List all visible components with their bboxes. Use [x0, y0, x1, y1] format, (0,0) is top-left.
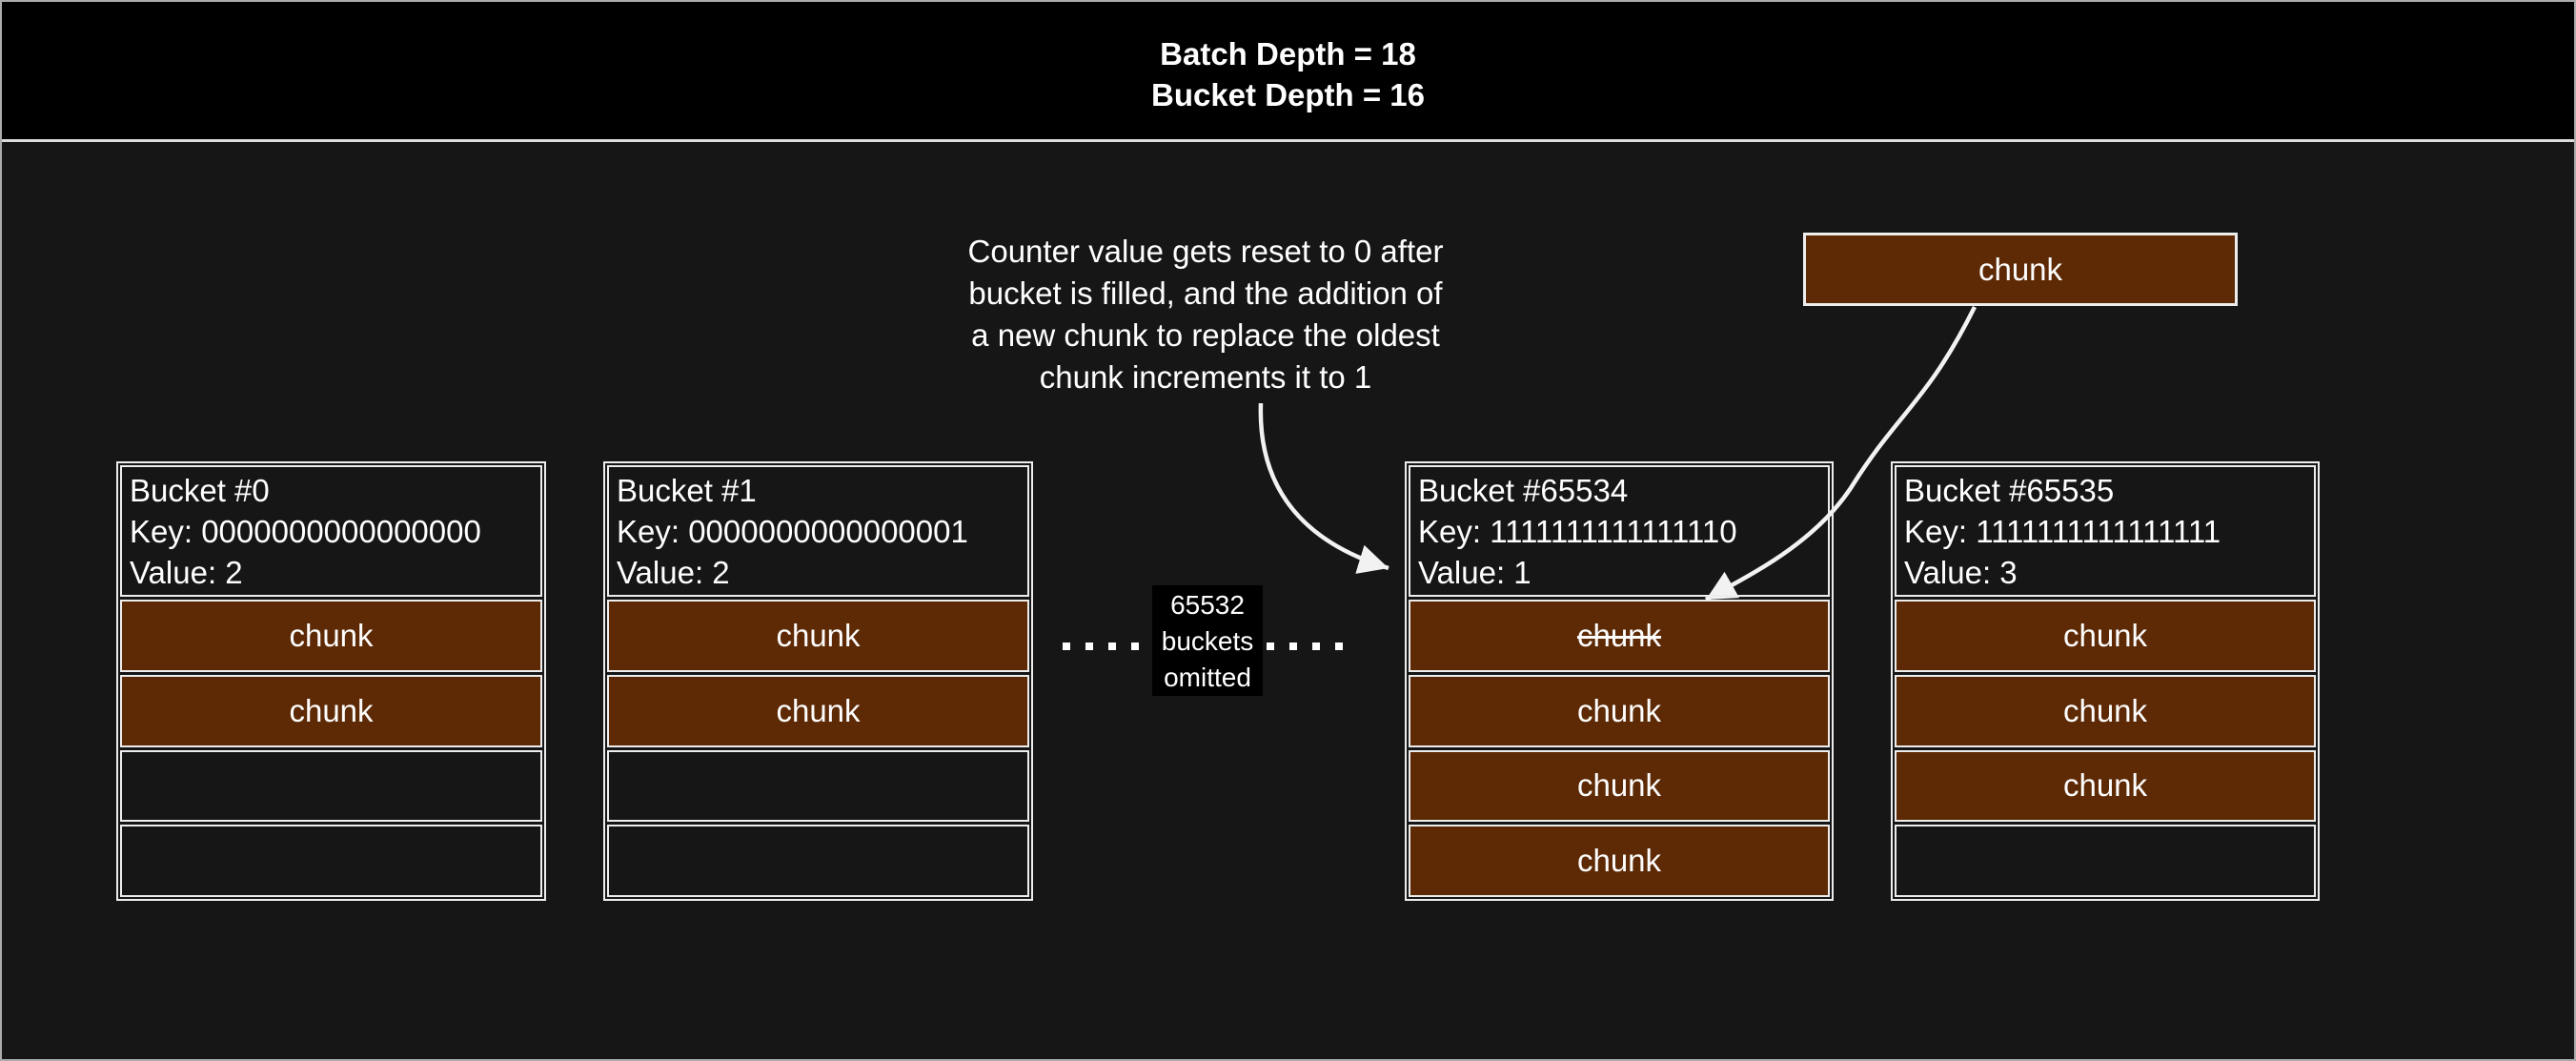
- title-line-bucket-depth: Bucket Depth = 16: [1150, 77, 1425, 112]
- omitted-buckets-label: 65532 buckets omitted: [1152, 585, 1263, 696]
- dot-icon: [1108, 643, 1116, 650]
- bucket-0-slot-0: chunk: [120, 600, 542, 672]
- diagram-area: Counter value gets reset to 0 after buck…: [2, 145, 2574, 1059]
- arrow-annotation-to-bucket-65534-icon: [1258, 402, 1389, 574]
- dot-icon: [1267, 643, 1274, 650]
- dot-icon: [1289, 643, 1297, 650]
- dot-icon: [1312, 643, 1320, 650]
- bucket-65535-slot-3: [1895, 825, 2316, 897]
- dot-icon: [1131, 643, 1139, 650]
- chunk-label: chunk: [1576, 767, 1662, 804]
- dotted-line-right-icon: [1267, 643, 1343, 650]
- omitted-line: omitted: [1164, 663, 1251, 692]
- chunk-label: chunk: [289, 617, 374, 653]
- omitted-line: buckets: [1161, 626, 1254, 656]
- dot-icon: [1085, 643, 1093, 650]
- bucket-65535-slot-0: chunk: [1895, 600, 2316, 672]
- bucket-title: Bucket #0: [130, 473, 270, 508]
- dot-icon: [1335, 643, 1343, 650]
- bucket-65535-slot-1: chunk: [1895, 674, 2316, 747]
- bucket-65535-slot-2: chunk: [1895, 749, 2316, 823]
- annotation-line: Counter value gets reset to 0 after: [967, 234, 1444, 269]
- chunk-label: chunk: [1576, 843, 1662, 879]
- bucket-0-slot-1: chunk: [120, 674, 542, 747]
- bucket-1: Bucket #1 Key: 0000000000000001 Value: 2…: [603, 461, 1033, 901]
- header-bar: Batch Depth = 18 Bucket Depth = 16: [2, 2, 2574, 142]
- bucket-title: Bucket #1: [617, 473, 757, 508]
- bucket-key: Key: 1111111111111111: [1904, 514, 2221, 549]
- annotation-line: bucket is filled, and the addition of: [968, 275, 1443, 311]
- bucket-key: Key: 0000000000000001: [617, 514, 968, 549]
- bucket-1-slot-2: [607, 749, 1029, 823]
- chunk-label: chunk: [2062, 767, 2148, 804]
- bucket-0-slot-3: [120, 825, 542, 897]
- bucket-value: Value: 2: [617, 555, 730, 590]
- chunk-label: chunk: [2062, 692, 2148, 728]
- bucket-title: Bucket #65535: [1904, 473, 2115, 508]
- chunk-label: chunk: [1576, 692, 1662, 728]
- annotation-line: chunk increments it to 1: [1039, 359, 1372, 395]
- chunk-label: chunk: [776, 617, 861, 653]
- bucket-1-slot-0: chunk: [607, 600, 1029, 672]
- bucket-65534: Bucket #65534 Key: 1111111111111110 Valu…: [1405, 461, 1834, 901]
- bucket-title: Bucket #65534: [1418, 473, 1629, 508]
- bucket-0-slot-2: [120, 749, 542, 823]
- bucket-1-header: Bucket #1 Key: 0000000000000001 Value: 2: [607, 465, 1029, 597]
- page-title: Batch Depth = 18 Bucket Depth = 16: [2, 33, 2574, 115]
- annotation-line: a new chunk to replace the oldest: [971, 317, 1440, 353]
- chunk-label: chunk: [2062, 617, 2148, 653]
- bucket-65534-slot-0: chunk: [1409, 600, 1830, 672]
- bucket-1-slot-3: [607, 825, 1029, 897]
- omitted-line: 65532: [1170, 590, 1245, 620]
- bucket-65534-slot-2: chunk: [1409, 749, 1830, 823]
- bucket-65534-header: Bucket #65534 Key: 1111111111111110 Valu…: [1409, 465, 1830, 597]
- bucket-1-slot-1: chunk: [607, 674, 1029, 747]
- floating-chunk-box: chunk: [1803, 233, 2238, 306]
- bucket-65534-slot-3: chunk: [1409, 825, 1830, 897]
- dot-icon: [1063, 643, 1070, 650]
- struck-chunk-label: chunk: [1576, 617, 1662, 653]
- bucket-65534-slot-1: chunk: [1409, 674, 1830, 747]
- bucket-value: Value: 2: [130, 555, 243, 590]
- bucket-key: Key: 1111111111111110: [1418, 514, 1737, 549]
- bucket-value: Value: 3: [1904, 555, 2018, 590]
- bucket-value: Value: 1: [1418, 555, 1531, 590]
- chunk-label: chunk: [289, 692, 374, 728]
- dotted-line-left-icon: [1063, 643, 1139, 650]
- bucket-key: Key: 0000000000000000: [130, 514, 481, 549]
- annotation-note: Counter value gets reset to 0 after buck…: [939, 231, 1472, 398]
- title-line-batch-depth: Batch Depth = 18: [1160, 36, 1416, 71]
- bucket-0: Bucket #0 Key: 0000000000000000 Value: 2…: [116, 461, 546, 901]
- bucket-0-header: Bucket #0 Key: 0000000000000000 Value: 2: [120, 465, 542, 597]
- bucket-65535: Bucket #65535 Key: 1111111111111111 Valu…: [1891, 461, 2320, 901]
- chunk-label: chunk: [776, 692, 861, 728]
- bucket-65535-header: Bucket #65535 Key: 1111111111111111 Valu…: [1895, 465, 2316, 597]
